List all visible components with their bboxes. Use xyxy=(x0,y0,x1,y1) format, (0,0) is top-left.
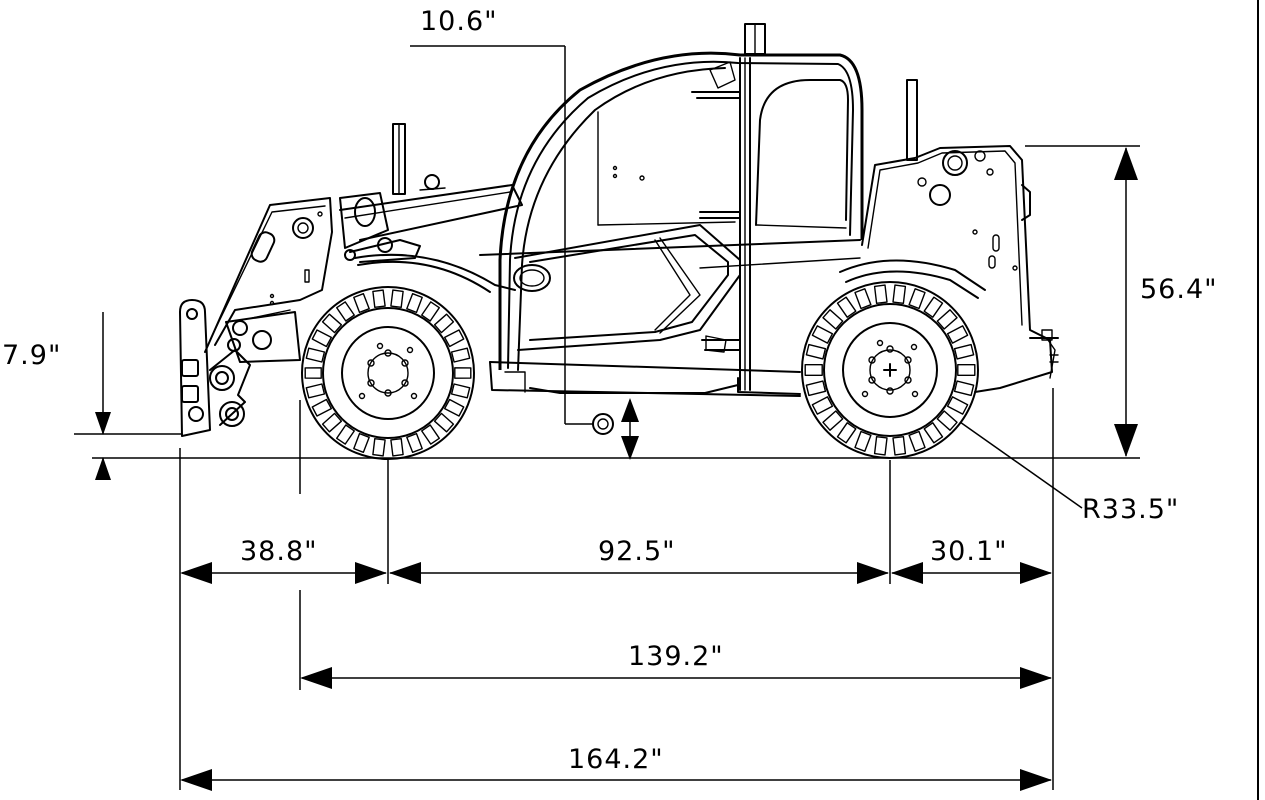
tread-lug xyxy=(353,293,370,314)
tread-lug xyxy=(372,289,386,308)
tread-lug xyxy=(372,438,386,457)
tread-lug xyxy=(336,301,355,322)
tread-lug xyxy=(804,364,823,376)
tread-lug xyxy=(406,293,423,314)
dim-rear-overhang: 30.1" xyxy=(891,536,1052,584)
tread-lug xyxy=(311,329,332,348)
tread-lug xyxy=(454,367,472,379)
label-rear-overhang: 30.1" xyxy=(930,536,1008,567)
dim-fork-height: 7.9" xyxy=(2,312,182,480)
tread-lug xyxy=(444,398,465,417)
front-tire xyxy=(301,286,475,460)
rear-fender xyxy=(839,259,986,299)
dim-wheelbase: 92.5" xyxy=(389,536,889,584)
tread-lug xyxy=(936,410,958,431)
front-tire-treads xyxy=(304,289,472,457)
tread-lug xyxy=(892,284,907,304)
boom xyxy=(339,123,523,241)
tread-lug xyxy=(908,430,926,452)
boom-head xyxy=(204,197,333,363)
tread-lug xyxy=(811,325,834,344)
tread-lug xyxy=(923,422,944,444)
dim-overall-length: 164.2" xyxy=(180,744,1052,791)
tread-lug xyxy=(936,309,958,330)
tread-lug xyxy=(321,412,343,433)
tread-lug xyxy=(336,424,355,445)
dim-length-to-carriage: 139.2" xyxy=(300,641,1052,689)
telehandler-machine xyxy=(179,23,1059,460)
hydraulic-hose xyxy=(354,253,516,293)
tread-lug xyxy=(450,347,471,363)
tread-lug xyxy=(433,412,455,433)
label-fork-height: 7.9" xyxy=(2,340,61,371)
tread-lug xyxy=(450,383,471,399)
tread-lug xyxy=(908,288,926,310)
tread-lug xyxy=(321,313,343,334)
tread-lug xyxy=(433,313,455,334)
tilt-cylinder xyxy=(339,192,421,263)
tread-lug xyxy=(805,343,827,360)
tread-lug xyxy=(957,364,976,376)
dim-tire-radius: R33.5" xyxy=(959,421,1179,525)
tread-lug xyxy=(811,396,834,415)
tread-lug xyxy=(805,380,827,397)
tread-lug xyxy=(923,296,944,318)
tread-lug xyxy=(390,289,404,308)
tread-lug xyxy=(305,383,326,399)
tread-lug xyxy=(854,430,872,452)
tread-lug xyxy=(946,396,969,415)
tread-lug xyxy=(836,296,857,318)
dim-front-overhang: 38.8" xyxy=(180,536,387,584)
rear-tire xyxy=(801,281,979,459)
tread-lug xyxy=(836,422,857,444)
tread-lug xyxy=(304,367,322,379)
label-overall-height: 56.4" xyxy=(1140,274,1218,305)
tread-lug xyxy=(421,301,440,322)
tread-lug xyxy=(953,343,975,360)
tread-lug xyxy=(946,325,969,344)
label-overall-length: 164.2" xyxy=(568,744,664,775)
tread-lug xyxy=(854,288,872,310)
tread-lug xyxy=(305,347,326,363)
extension-lines xyxy=(179,388,1054,790)
clearance-marker xyxy=(592,413,614,435)
dim-cab-clearance: 10.6" xyxy=(410,6,639,460)
label-wheelbase: 92.5" xyxy=(598,536,676,567)
tread-lug xyxy=(444,329,465,348)
tread-lug xyxy=(353,432,370,453)
dim-overall-height: 56.4" xyxy=(1025,145,1218,457)
label-length-to-carriage: 139.2" xyxy=(628,641,724,672)
tread-lug xyxy=(953,380,975,397)
cab xyxy=(498,23,864,394)
tread-lug xyxy=(406,432,423,453)
tread-lug xyxy=(421,424,440,445)
rear-body xyxy=(861,79,1059,393)
label-front-overhang: 38.8" xyxy=(240,536,318,567)
tread-lug xyxy=(822,410,844,431)
tread-lug xyxy=(873,436,888,456)
tread-lug xyxy=(873,284,888,304)
tread-lug xyxy=(390,438,404,457)
tread-lug xyxy=(822,309,844,330)
tread-lug xyxy=(892,436,907,456)
fork-carriage xyxy=(179,299,251,437)
label-tire-radius: R33.5" xyxy=(1082,494,1179,525)
rear-tire-treads xyxy=(804,284,976,456)
tread-lug xyxy=(311,398,332,417)
label-cab-clearance: 10.6" xyxy=(420,6,498,37)
